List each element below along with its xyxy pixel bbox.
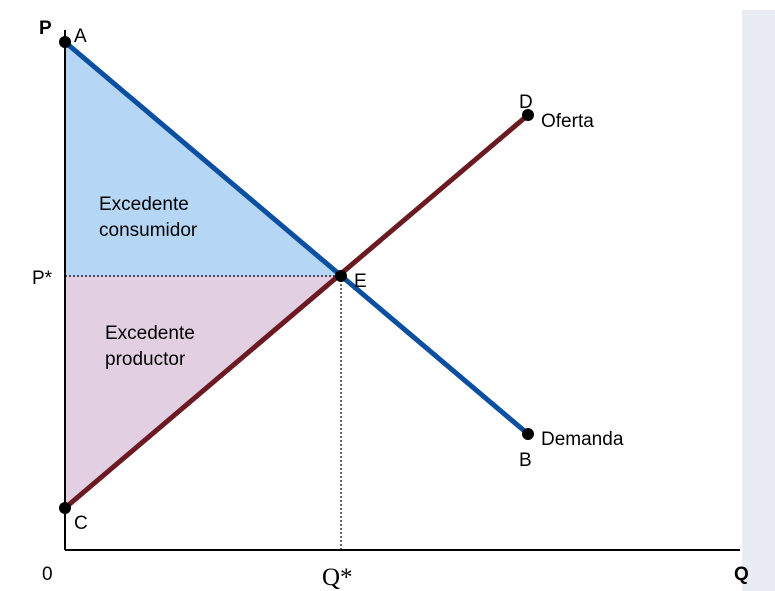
supply-curve (62, 112, 531, 511)
point-B-marker (522, 428, 534, 440)
point-B-label: B (519, 450, 532, 471)
y-axis-label: P (39, 18, 52, 39)
producer-surplus-label-line1: Excedente (105, 323, 195, 344)
demand-curve (62, 39, 531, 437)
consumer-surplus-label-line2: consumidor (99, 220, 198, 241)
producer-surplus-label-line2: productor (105, 349, 186, 370)
point-A-label: A (74, 26, 87, 47)
point-A-marker (59, 36, 71, 48)
point-C-label: C (74, 513, 88, 534)
origin-label: 0 (42, 564, 53, 585)
point-D-label: D (519, 92, 533, 113)
top-edge-panel (0, 0, 775, 10)
x-axis-label: Q (734, 564, 749, 585)
point-D-marker (522, 109, 534, 121)
price-equilibrium-label: P* (32, 268, 53, 289)
quantity-equilibrium-label: Q* (322, 564, 353, 591)
point-C-marker (59, 502, 71, 514)
right-edge-panel (742, 0, 775, 591)
supply-curve-label: Oferta (541, 111, 594, 132)
point-E-marker (335, 270, 347, 282)
point-E-label: E (354, 271, 367, 292)
demand-curve-label: Demanda (541, 429, 624, 450)
consumer-surplus-label-line1: Excedente (99, 194, 189, 215)
